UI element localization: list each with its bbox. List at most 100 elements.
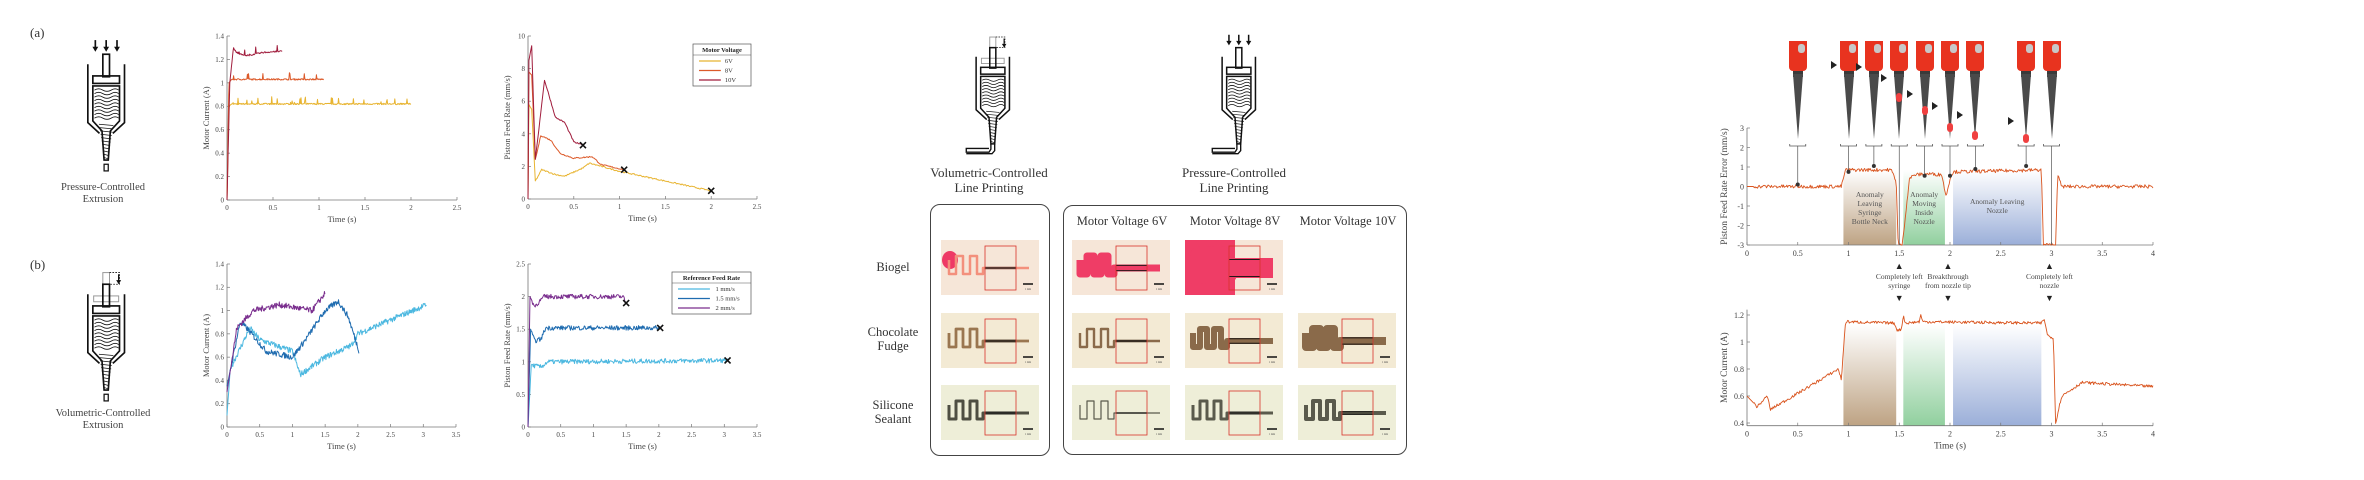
y-tick-label: 1.2	[215, 56, 224, 64]
frame-marker	[1846, 169, 1851, 174]
y-tick-label: 6	[522, 98, 526, 106]
y-tick-label: 1.2	[215, 284, 224, 292]
x-axis-label: Time (s)	[327, 441, 356, 451]
frame-marker	[1795, 182, 1800, 187]
nozzle-frame-image	[1788, 41, 1807, 141]
column-header-8v: Motor Voltage 8V	[1189, 214, 1281, 228]
shaded-region	[1903, 169, 1945, 245]
legend-entry: 1.5 mm/s	[715, 296, 740, 303]
y-tick-label: 0	[221, 423, 225, 431]
event-label: Completely left syringe	[1875, 272, 1923, 290]
y-axis-label: Motor Current (A)	[201, 314, 211, 377]
y-tick-label: 1.5	[516, 326, 525, 334]
y-tick-label: 0.2	[215, 173, 224, 181]
frame-bracket	[1916, 144, 1934, 147]
end-marker	[579, 141, 587, 149]
x-tick-label: 3.5	[2097, 430, 2107, 439]
anomaly-arrow-icon	[1881, 74, 1888, 82]
x-axis-label: Time (s)	[328, 214, 357, 224]
legend-title: Motor Voltage	[702, 47, 742, 54]
y-tick-label: 1	[522, 358, 526, 366]
x-tick-label: 2.5	[753, 203, 762, 211]
y-tick-label: 0.4	[1734, 419, 1744, 428]
shaded-region	[1953, 169, 2042, 245]
y-tick-label: -1	[1737, 202, 1744, 211]
y-axis-label: Piston Feed Rate (mm/s)	[502, 303, 512, 387]
series-line-current	[1746, 314, 2154, 424]
print-photo: 1 mm	[1072, 313, 1170, 368]
panel-label-b: (b)	[30, 257, 46, 272]
end-marker	[707, 187, 715, 195]
y-tick-label: 1.4	[215, 32, 224, 40]
nozzle-frame-image	[1932, 41, 1959, 141]
frame-bracket	[1966, 144, 1984, 147]
y-tick-label: 0.4	[215, 377, 224, 385]
print-image: 1 mm	[941, 313, 1039, 368]
x-tick-label: 1.5	[361, 204, 370, 212]
event-up-arrow-icon: ▲	[1894, 261, 1904, 271]
y-tick-label: 0.4	[215, 150, 224, 158]
legend-entry: 1 mm/s	[715, 286, 735, 293]
event-down-arrow-icon: ▼	[1943, 293, 1953, 303]
y-tick-label: 0.8	[215, 103, 224, 111]
print-image: 1 mm	[1185, 240, 1283, 295]
x-tick-label: 2	[356, 431, 360, 439]
row-label-biogel: Biogel	[876, 260, 910, 274]
x-tick-label: 2.5	[687, 431, 696, 439]
x-tick-label: 0	[225, 431, 229, 439]
nozzle-frame-image	[2008, 41, 2036, 143]
y-tick-label: 1	[1740, 163, 1744, 172]
y-tick-label: 1	[221, 79, 225, 87]
x-axis-label: Time (s)	[1934, 441, 1966, 452]
frame-bracket	[1941, 144, 1959, 147]
print-photo: 1 mm	[941, 385, 1039, 440]
shaded-region	[1843, 324, 1897, 426]
x-tick-label: 2	[409, 204, 413, 212]
scale-bar-label: 1 mm	[1269, 288, 1275, 291]
scale-bar-label: 1 mm	[1025, 361, 1031, 364]
print-photo: 1 mm	[1072, 240, 1170, 295]
y-tick-label: 1.4	[215, 260, 224, 268]
x-tick-label: 0	[225, 204, 229, 212]
x-tick-label: 3	[2050, 430, 2054, 439]
print-photo: 1 mm	[941, 240, 1039, 295]
series-line-6v	[226, 96, 412, 201]
legend-entry: 10V	[725, 77, 737, 84]
x-tick-label: 1	[618, 203, 622, 211]
nozzle-frame-image	[1957, 41, 1985, 141]
series-line-6v	[527, 104, 712, 200]
event-label: Completely left nozzle	[2026, 272, 2073, 290]
pressure-printing-group	[1063, 205, 1407, 455]
print-image: 1 mm	[1072, 313, 1170, 368]
shaded-region	[1953, 324, 2042, 426]
y-tick-label: 0.2	[215, 400, 224, 408]
print-photo: 1 mm	[1298, 385, 1396, 440]
x-tick-label: 0	[526, 431, 530, 439]
x-tick-label: 0	[526, 203, 530, 211]
event-down-arrow-icon: ▼	[2045, 293, 2054, 303]
shaded-region	[1843, 169, 1897, 245]
x-tick-label: 2	[1948, 430, 1952, 439]
column-header-10v: Motor Voltage 10V	[1299, 214, 1397, 228]
scale-bar-label: 1 mm	[1382, 361, 1388, 364]
volumetric-printing-title: Volumetric-Controlled Line Printing	[930, 165, 1048, 195]
series-line-10v	[527, 45, 584, 200]
frame-bracket	[1789, 144, 1807, 147]
print-photo: 1 mm	[1072, 385, 1170, 440]
event-label: Breakthrough from nozzle tip	[1925, 272, 1971, 290]
frame-marker	[2024, 164, 2029, 169]
row-label-silicone-sealant: Silicone Sealant	[872, 398, 914, 427]
series-line-1-5-mm-s	[527, 325, 661, 428]
legend-title: Reference Feed Rate	[683, 275, 740, 282]
y-tick-label: 2	[1740, 143, 1744, 152]
y-tick-label: 1	[1740, 338, 1744, 347]
scale-bar-label: 1 mm	[1025, 288, 1031, 291]
print-image: 1 mm	[1185, 313, 1283, 368]
nozzle-frame-image	[1855, 41, 1883, 141]
nozzle-frame-image	[1830, 41, 1858, 141]
